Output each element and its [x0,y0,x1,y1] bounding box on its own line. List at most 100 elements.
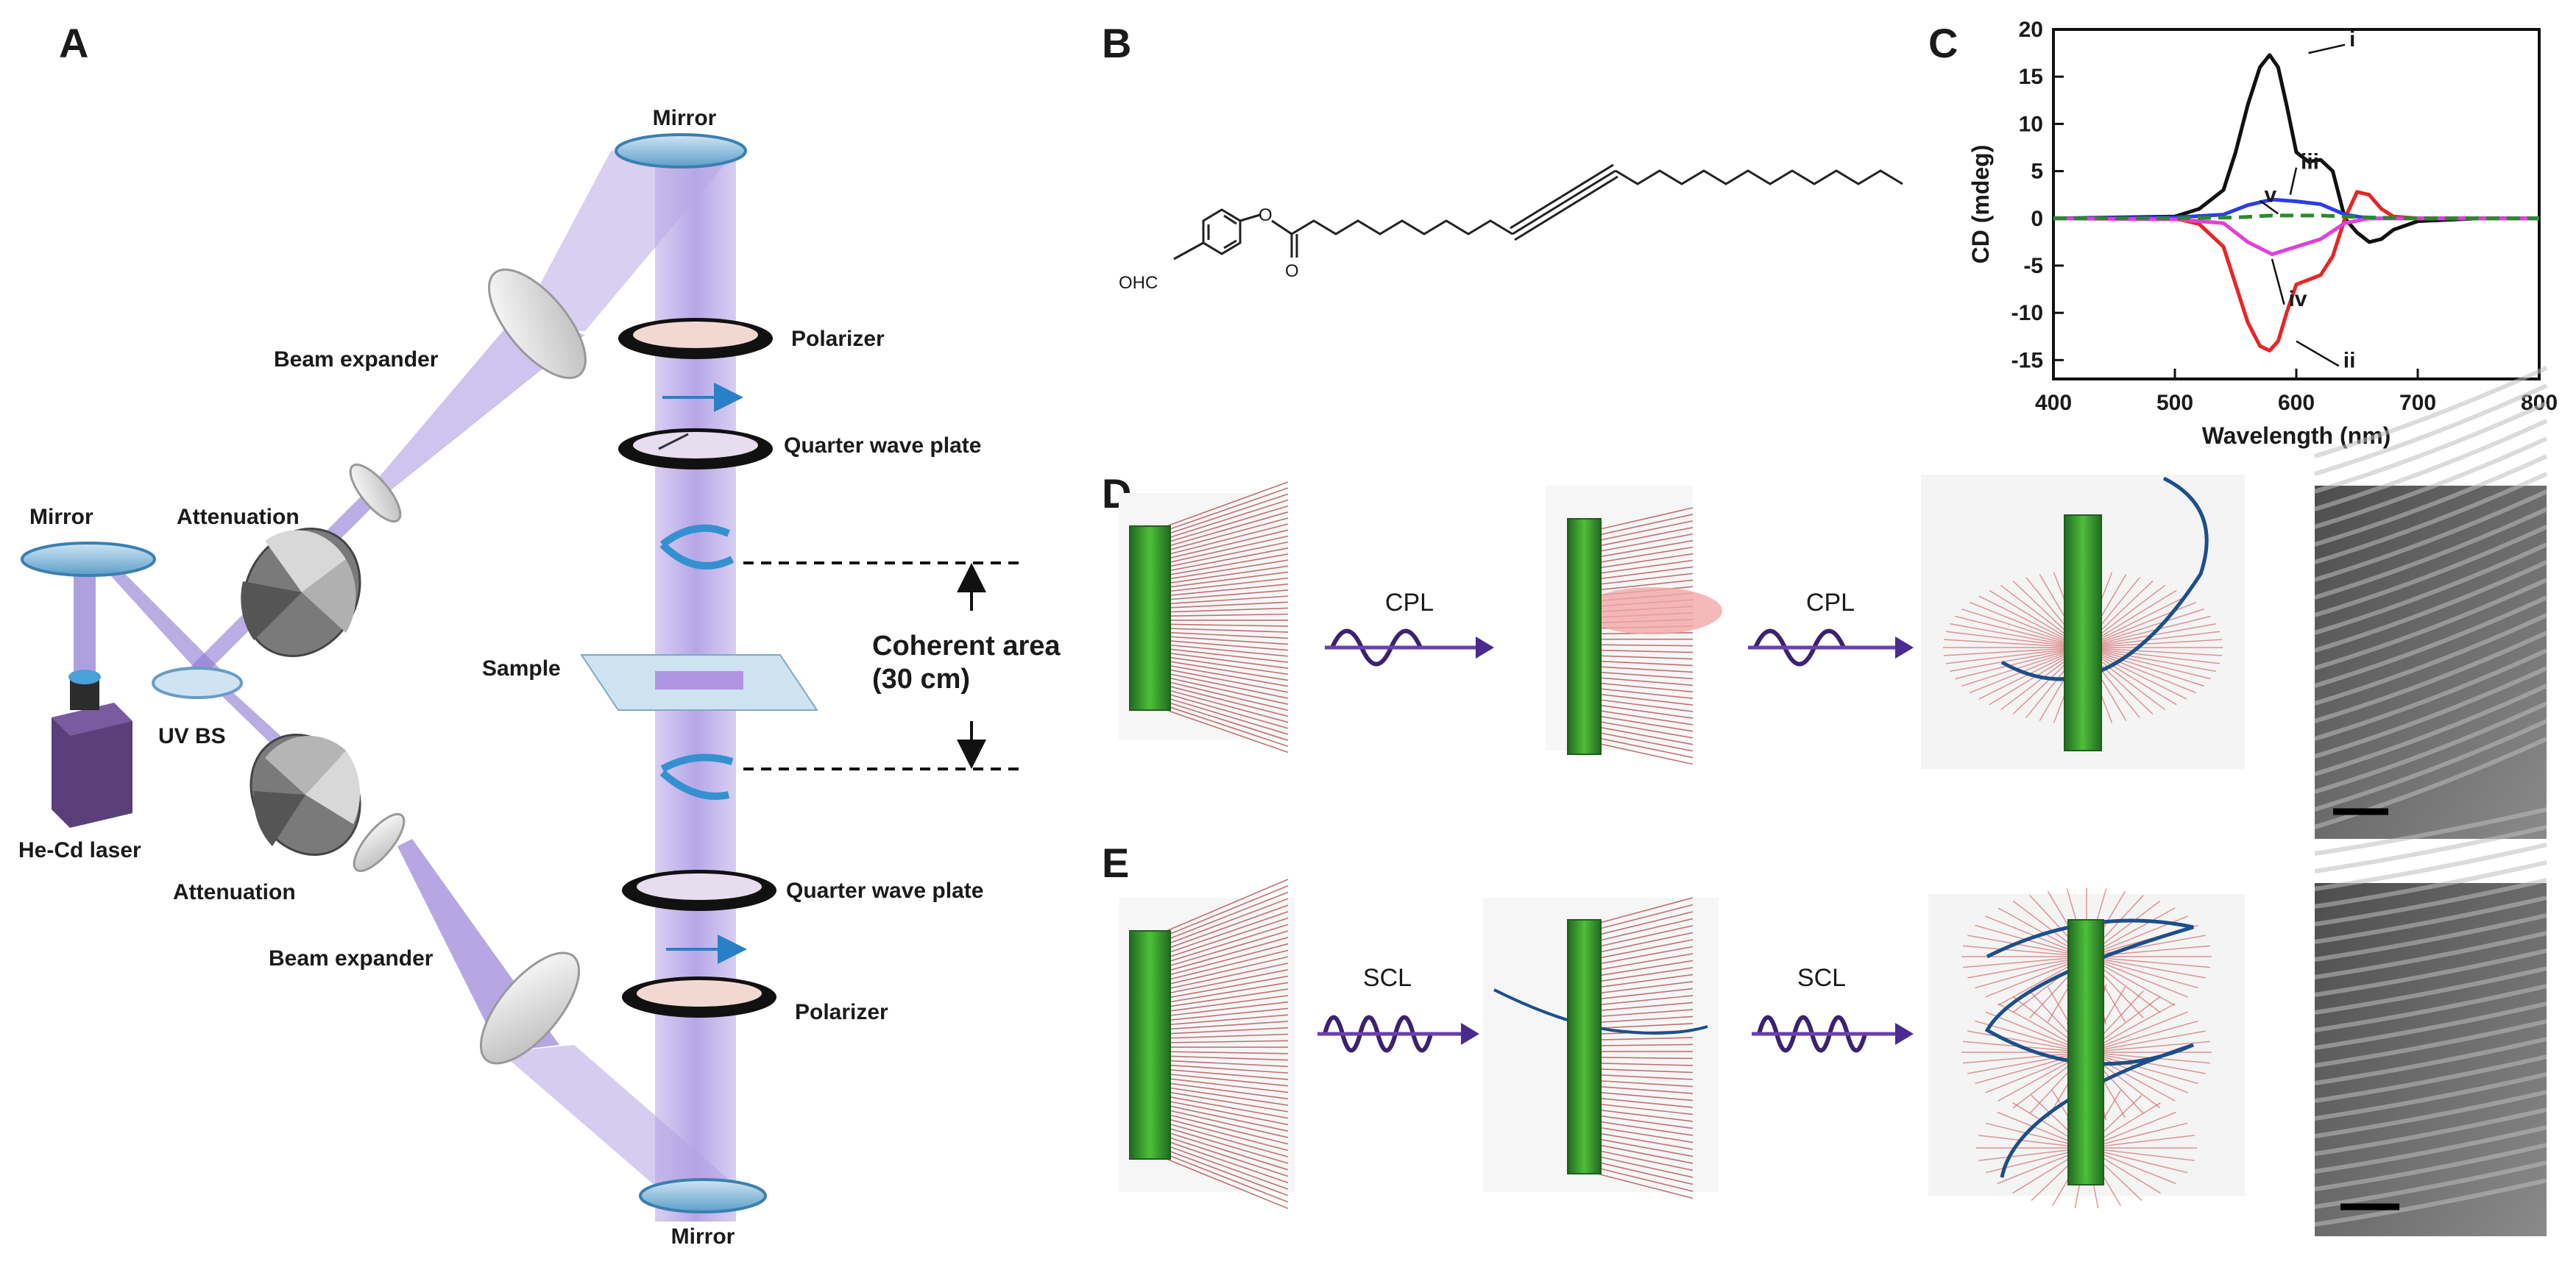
e-scl-arrow-1 [1317,1015,1479,1053]
fan-line [1166,636,1289,645]
fan-line [1596,572,1694,586]
fan-line [1596,1115,1694,1130]
sem-fiber [2314,631,2548,723]
laser-beam [74,570,96,699]
fan-line [1596,559,1694,575]
sem-fiber [2314,507,2548,600]
fan-line [1166,517,1289,552]
sem-fiber [2314,1090,2547,1138]
label-quarter-wave-bottom: Quarter wave plate [786,879,983,903]
he-cd-laser-icon [52,670,132,828]
fan-line [1166,1091,1289,1113]
fan-line [1166,511,1289,547]
chemical-structure [1173,163,1903,260]
series-i-pointer [2308,43,2346,54]
sample-slide-icon [580,654,818,711]
quarter-wave-plate-bottom-icon [622,870,776,911]
ray-line [1963,945,2087,957]
fan-line [1166,1145,1289,1190]
sem-fiber [2314,366,2548,458]
sem-fiber [2314,737,2548,829]
fan-line [1166,595,1289,605]
fan-line [1596,897,1694,924]
fan-line [1166,956,1289,985]
ray-line [1955,615,2084,648]
d-sem-image [2314,366,2548,839]
fan-line [1166,1082,1289,1099]
fan-line [1166,1001,1289,1017]
fan-line [1166,577,1289,592]
ray-line [1963,956,2087,968]
ray-line [1967,956,2087,979]
fan-line [1166,1113,1289,1145]
fan-line [1166,1105,1289,1132]
sem-fiber [2314,436,2548,529]
fan-line [1166,623,1289,627]
series-v-label: v [2265,183,2277,208]
fan-line [1166,1158,1289,1210]
fan-line [1166,499,1289,539]
ray-line [1950,647,2084,673]
ray-line [2086,1030,2206,1053]
fan-line [1596,687,1694,699]
fan-line [1596,1080,1694,1088]
fan-line [1166,689,1289,723]
fan-line [1596,1149,1694,1171]
sem-fiber [2314,807,2547,856]
d-stage2-fibril [1546,486,1722,765]
fan-line [1166,1033,1289,1039]
mirror-left-icon [21,542,156,577]
d-cpl-arrow-1 [1325,628,1494,667]
fan-line [1596,981,1694,994]
fan-line [1166,937,1289,972]
y-tick-label: -15 [2011,348,2043,372]
y-tick-label: -10 [2011,301,2043,325]
fan-line [1596,1062,1694,1066]
fan-line [1166,911,1289,954]
fan-line [1166,1077,1289,1093]
panel-label-a: A [59,20,88,66]
fan-line [1166,541,1289,568]
fan-line [1596,579,1694,591]
fan-line [1596,988,1694,1000]
ray-line [2086,1052,2198,1085]
sem-fiber [2314,1037,2547,1085]
fan-line [1166,1055,1289,1061]
label-coherent-size: (30 cm) [872,664,970,695]
fan-line [1166,904,1289,950]
sem-fiber [2314,419,2548,511]
e-scl-arrow-2 [1752,1015,1914,1053]
e-stage3-helix [1928,887,2245,1209]
fan-line [1596,953,1694,971]
sem-fiber [2314,648,2548,741]
fan-line [1166,1060,1289,1068]
plot-frame [2052,28,2541,380]
fan-line [1166,1096,1289,1119]
fan-line [1596,1121,1694,1136]
label-d-cpl-2: CPL [1806,589,1855,617]
fan-line [1596,1161,1694,1185]
fan-line [1166,1014,1289,1026]
fan-line [1596,709,1694,726]
fan-line [1596,715,1694,732]
fan-line [1166,943,1289,976]
fan-line [1596,946,1694,965]
y-tick-label: 0 [2031,207,2043,231]
label-carbonyl-oxygen: O [1285,261,1299,281]
fan-line [1596,911,1694,936]
fan-line [1596,932,1694,954]
ray-line [2082,647,2216,673]
fan-line [1166,681,1289,712]
fan-line [1596,1167,1694,1192]
e-stage1-fibril [1119,879,1295,1210]
polarizer-top-icon [618,318,773,359]
fan-line [1596,533,1694,553]
sem-fiber [2314,719,2548,812]
fan-line [1166,709,1289,754]
fan-line [1166,1100,1289,1126]
ray-line [2082,631,2220,648]
ray-line [1961,609,2084,648]
fan-line [1596,527,1694,547]
